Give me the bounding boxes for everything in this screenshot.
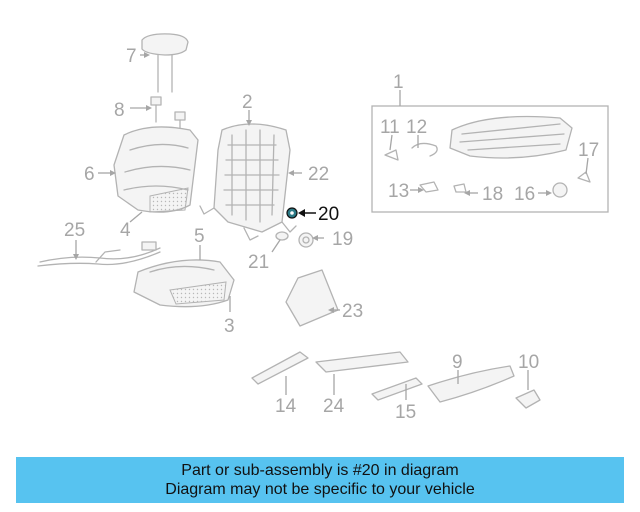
seatback-frame-part — [199, 123, 297, 241]
banner-line-1: Part or sub-assembly is #20 in diagram — [181, 462, 459, 479]
side-cover-part-9 — [427, 365, 515, 403]
callout-21: 21 — [248, 252, 269, 273]
harness-part — [37, 241, 161, 267]
callout-5: 5 — [194, 226, 205, 247]
callout-18: 18 — [482, 184, 503, 205]
info-banner: Part or sub-assembly is #20 in diagram D… — [16, 457, 624, 503]
part-20-icon — [286, 207, 298, 219]
callout-23: 23 — [342, 301, 363, 322]
callout-12: 12 — [406, 117, 427, 138]
callout-22: 22 — [308, 164, 329, 185]
callout-10: 10 — [518, 352, 539, 373]
rail-part-15 — [371, 377, 423, 401]
callout-16: 16 — [514, 184, 535, 205]
bracket-part-10 — [515, 389, 541, 409]
callout-8: 8 — [114, 100, 125, 121]
leader-lines — [73, 52, 589, 400]
callout-7: 7 — [126, 46, 137, 67]
seatback-cover-part — [113, 126, 199, 213]
callout-3: 3 — [224, 316, 235, 337]
callout-19: 19 — [332, 229, 353, 250]
callout-14: 14 — [275, 396, 297, 417]
callout-20-highlighted: 20 — [318, 204, 339, 225]
knob-part-19 — [298, 232, 314, 248]
callout-17: 17 — [578, 140, 599, 161]
trim-panel-part-24 — [315, 351, 409, 373]
callout-9: 9 — [452, 352, 463, 373]
parts-diagram: 1 2 3 4 5 6 7 8 9 10 11 12 13 14 15 16 1… — [37, 33, 609, 423]
clip-part-21 — [275, 231, 289, 241]
headrest-guide-part — [150, 96, 186, 131]
seat-track-group-box — [371, 105, 609, 213]
callout-4: 4 — [120, 220, 131, 241]
callout-13: 13 — [388, 181, 409, 202]
callout-15: 15 — [395, 402, 416, 423]
banner-line-2: Diagram may not be specific to your vehi… — [165, 481, 475, 498]
callout-24: 24 — [323, 396, 345, 417]
callout-6: 6 — [84, 164, 95, 185]
callout-2: 2 — [242, 92, 253, 113]
callout-11: 11 — [380, 117, 400, 138]
trim-strip-part-14 — [251, 351, 309, 385]
back-panel-part — [285, 269, 339, 327]
headrest-part — [141, 33, 189, 93]
callout-25: 25 — [64, 220, 85, 241]
callout-1: 1 — [393, 72, 404, 93]
cushion-cover-part — [133, 259, 235, 308]
